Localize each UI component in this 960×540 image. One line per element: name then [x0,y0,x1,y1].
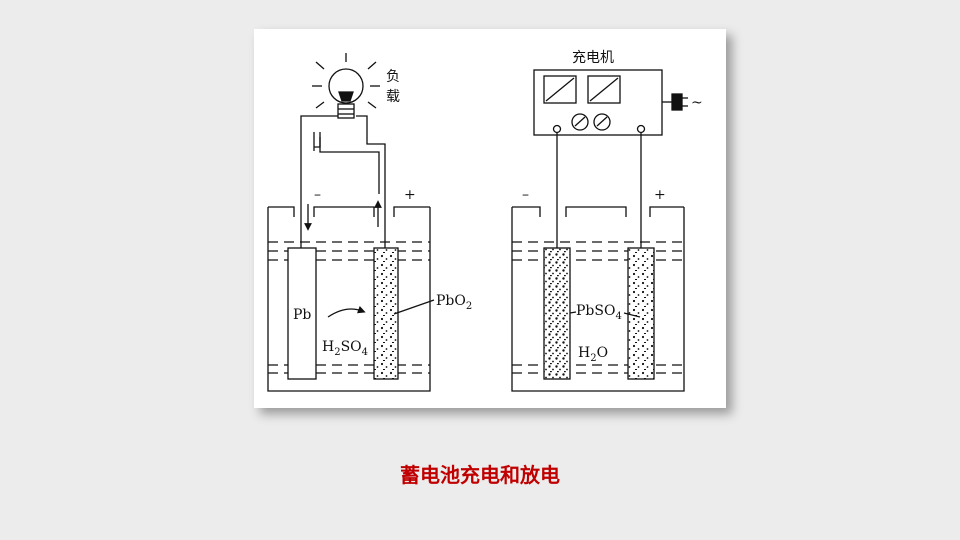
charge-tank [511,207,685,392]
power-plug-icon [662,93,688,111]
battery-diagram-figure: 负 载 – + Pb PbO2 H2SO4 [254,29,726,408]
electrolyte-surface [268,241,430,374]
discharge-positive-sign: + [404,187,416,203]
pbso4-label: PbSO4 [576,303,622,322]
wire-negative [300,115,339,248]
ion-arrow [327,305,366,318]
pb-label: Pb [293,307,311,323]
h2so4-label: H2SO4 [322,339,368,358]
pb-electrode [287,247,317,380]
discharge-negative-sign: – [314,187,321,203]
charge-diagram [511,69,688,392]
charger-label: 充电机 [572,50,614,66]
charge-electrode-positive [627,247,655,380]
charge-negative-sign: – [522,187,529,203]
bulb-icon [312,53,380,119]
load-label-1: 负 [386,69,400,85]
charger-knob-right [593,113,611,131]
charger-terminal-negative [552,124,562,134]
charge-positive-sign: + [654,187,666,203]
ac-symbol: ~ [691,95,703,111]
current-arrow-down [313,132,321,151]
charge-liquid-surface [512,241,684,374]
discharge-tank [267,207,431,392]
charger-meter-left [543,75,577,104]
discharge-diagram [267,53,435,392]
charge-electrode-negative [543,247,571,380]
wire-positive [356,115,386,248]
figure-caption: 蓄电池充电和放电 [400,463,560,487]
load-label-2: 载 [386,89,400,105]
charger-meter-right [587,75,621,104]
charger-knob-left [571,113,589,131]
pbo2-label: PbO2 [436,293,472,312]
h2o-label: H2O [578,345,608,364]
charger-terminal-positive [636,124,646,134]
